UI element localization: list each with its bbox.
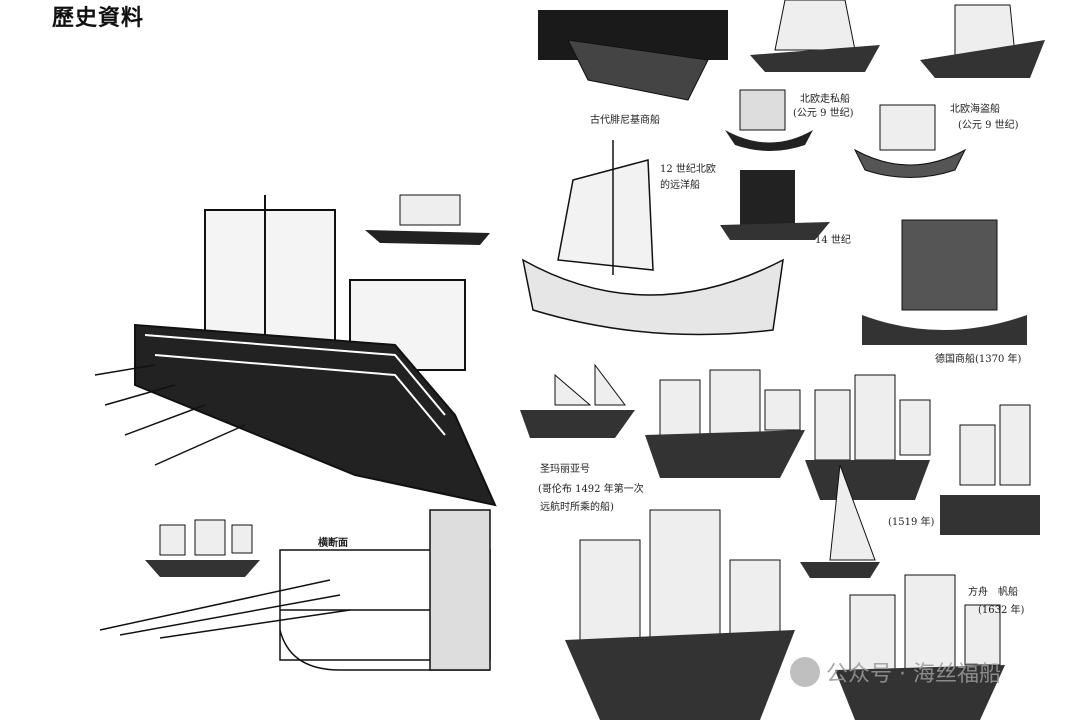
label-ark: 方舟 帆船 xyxy=(968,587,1018,598)
lateen-boat-illustration xyxy=(800,464,880,578)
c14-ship-illustration xyxy=(720,170,830,240)
right-galleon-illustration xyxy=(940,404,1040,535)
page-title: 歷史資料 xyxy=(52,5,145,31)
label-1519: (1519 年) xyxy=(888,517,935,528)
label-norse-pirate-date: (公元 9 世纪) xyxy=(958,120,1019,131)
galley-small-illustration xyxy=(365,194,490,245)
label-norse-12c: 12 世纪北欧 xyxy=(660,164,716,175)
ship-top-right-illustration xyxy=(920,4,1045,78)
watermark: 公众号 · 海丝福船 xyxy=(790,656,1001,688)
label-german: 德国商船(1370 年) xyxy=(935,354,1022,365)
galley-illustration xyxy=(94,195,497,507)
phoenician-ship-illustration xyxy=(538,10,728,101)
label-norse-smuggler-date: (公元 9 世纪) xyxy=(793,108,854,119)
label-norse-pirate: 北欧海盗船 xyxy=(950,104,1000,115)
label-norse-12c-2: 的远洋船 xyxy=(660,180,700,191)
norse-smuggler-illustration xyxy=(725,89,813,151)
label-santa-maria-2: (哥伦布 1492 年第一次 xyxy=(538,484,644,495)
label-norse-smuggler: 北欧走私船 xyxy=(800,94,850,105)
cross-section-illustration xyxy=(99,509,491,671)
label-cross-section: 横断面 xyxy=(318,538,348,549)
galleon-1519-illustration xyxy=(805,374,931,500)
label-ark-date: (1632 年) xyxy=(978,605,1025,616)
caravel-small-illustration xyxy=(145,519,260,577)
label-santa-maria: 圣玛丽亚号 xyxy=(540,464,590,475)
label-14c: 14 世纪 xyxy=(815,235,851,246)
santa-maria-illustration xyxy=(645,369,805,478)
large-carrack-illustration xyxy=(565,509,795,720)
small-caravel-illustration xyxy=(520,363,635,438)
norse-pirate-illustration xyxy=(853,104,967,178)
wechat-icon xyxy=(790,657,820,687)
watermark-text: 公众号 · 海丝福船 xyxy=(826,662,1001,687)
ark-sailship-illustration xyxy=(835,574,1005,720)
label-santa-maria-3: 远航时所乘的船) xyxy=(540,502,614,513)
norse-12c-illustration xyxy=(521,140,784,336)
label-phoenician: 古代腓尼基商船 xyxy=(590,115,660,126)
german-ship-illustration xyxy=(862,219,1027,345)
ship-top-illustration xyxy=(750,0,880,72)
